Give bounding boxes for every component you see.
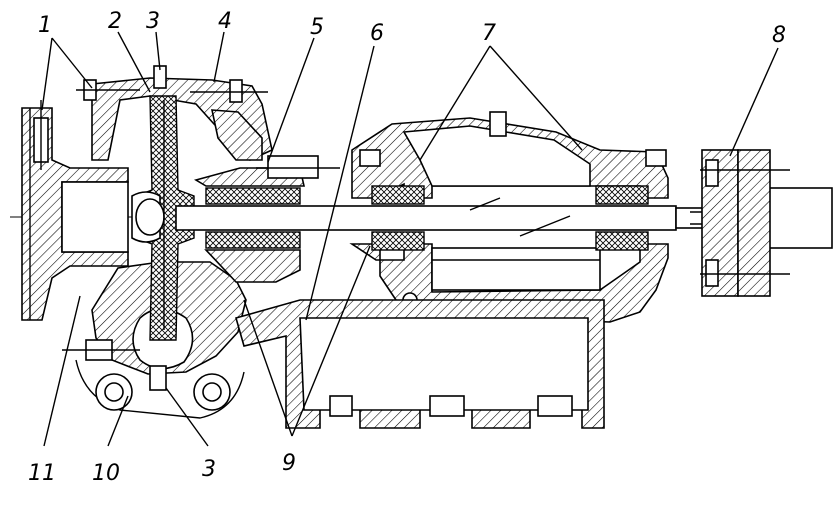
volute-casing xyxy=(91,77,273,375)
callout-2: 2 xyxy=(108,9,122,34)
impeller xyxy=(131,95,195,341)
callout-6: 6 xyxy=(370,21,384,46)
casing-studs-top xyxy=(76,65,268,103)
lower-bosses xyxy=(62,339,245,419)
leader-lines xyxy=(41,31,779,447)
callout-4: 4 xyxy=(218,9,232,34)
suction-inlet xyxy=(21,100,129,321)
callout-5: 5 xyxy=(310,15,324,40)
callout-10: 10 xyxy=(92,461,120,486)
callout-1: 1 xyxy=(38,13,52,38)
callout-3-bottom: 3 xyxy=(202,457,216,482)
callout-7: 7 xyxy=(482,21,496,46)
callout-11: 11 xyxy=(28,461,56,486)
stuffing-box xyxy=(193,155,340,283)
pump-shaft xyxy=(175,187,833,249)
callout-3-top: 3 xyxy=(146,9,160,34)
shaft-coupling xyxy=(700,149,790,297)
pump-base xyxy=(235,299,605,429)
callout-8: 8 xyxy=(772,23,786,48)
callout-9: 9 xyxy=(282,451,296,476)
